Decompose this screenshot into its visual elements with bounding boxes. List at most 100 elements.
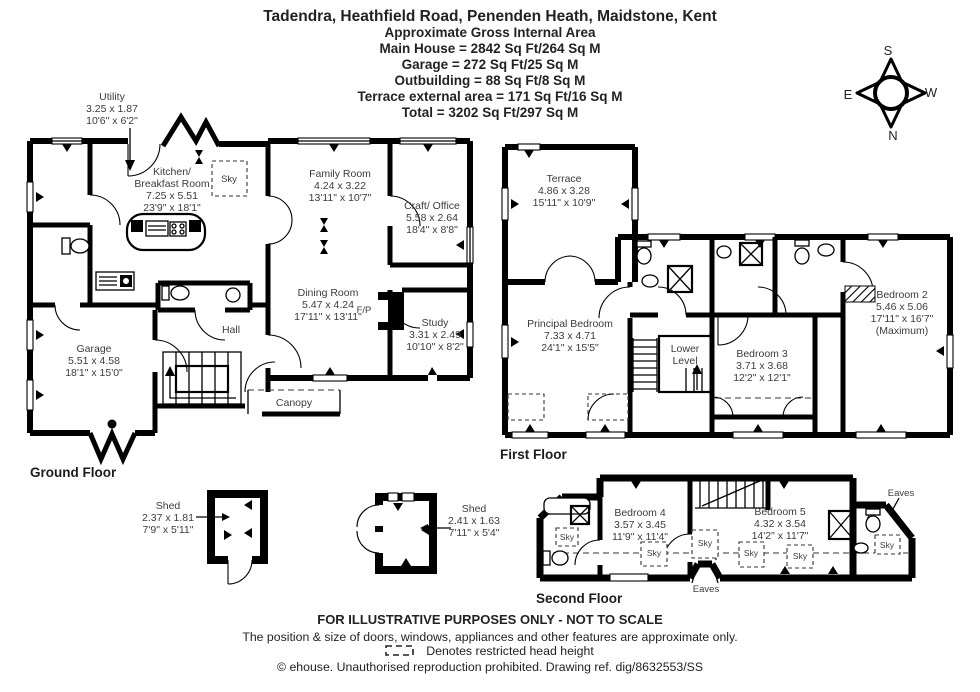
sky-label: Sky	[647, 548, 662, 558]
area-line-garage: Garage = 272 Sq Ft/25 Sq M	[402, 57, 579, 72]
second-fixtures	[542, 497, 881, 566]
terrace-french-doors	[544, 255, 596, 283]
room-name: Dining Room	[298, 287, 359, 299]
room-metric: 3.31 x 2.49	[409, 329, 461, 341]
room-name-1: Kitchen/	[153, 166, 191, 178]
skylights-second: Sky Sky Sky Sky Sky Sky	[555, 527, 901, 569]
room-name-2: Breakfast Room	[134, 178, 210, 190]
canopy-structure	[247, 389, 341, 417]
study-label: Study 3.31 x 2.49 10'10" x 8'2"	[406, 317, 464, 353]
room-imperial: 17'11" x 16'7"	[871, 313, 934, 325]
second-floor-title: Second Floor	[536, 591, 623, 606]
room-metric: 5.46 x 5.06	[876, 301, 928, 313]
room-name: Family Room	[309, 168, 371, 180]
eaves-label-bottom: Eaves	[693, 584, 720, 595]
room-metric: 4.24 x 3.22	[314, 180, 366, 192]
fireplace-label: F/P	[357, 305, 372, 316]
header-subtitle: Approximate Gross Internal Area	[384, 25, 596, 40]
terrace-label: Terrace 4.86 x 3.28 15'11" x 10'9"	[533, 173, 596, 209]
ground-floor-plan: Sky Utility 3.25 x 1.87 10'6" x 6'2" Kit…	[26, 91, 474, 480]
compass-west-label: W	[925, 85, 938, 100]
room-name: Principal Bedroom	[527, 318, 613, 330]
room-metric: 4.86 x 3.28	[538, 185, 590, 197]
compass-east-label: E	[844, 87, 853, 102]
bedroom-4-label: Bedroom 4 3.57 x 3.45 11'9" x 11'4"	[612, 507, 668, 543]
bedroom-2-label: Bedroom 2 5.46 x 5.06 17'11" x 16'7" (Ma…	[871, 289, 934, 337]
column-markers-icon	[320, 218, 328, 254]
first-exterior-walls	[502, 234, 953, 438]
room-name: Craft/ Office	[404, 200, 460, 212]
room-imperial: 24'1" x 15'5"	[541, 342, 599, 354]
ground-stairs	[162, 351, 242, 405]
first-windows	[501, 143, 954, 439]
lower-level-label: Lower Level	[671, 343, 700, 367]
room-imperial: 10'6" x 6'2"	[86, 115, 138, 127]
room-imperial: 7'9" x 5'11"	[143, 524, 194, 536]
room-name: Shed	[462, 503, 487, 515]
compass-north-label: N	[888, 128, 897, 143]
sky-label: Sky	[793, 551, 808, 561]
header: Tadendra, Heathfield Road, Penenden Heat…	[263, 8, 717, 120]
compass-rose-icon: S E W N	[844, 43, 938, 143]
room-metric: 3.71 x 3.68	[736, 360, 788, 372]
roof-zigzag-icon	[160, 112, 222, 148]
ground-floor-title: Ground Floor	[30, 465, 117, 480]
shed-1-label: Shed 2.37 x 1.81 7'9" x 5'11"	[142, 500, 230, 536]
room-imperial: 13'11" x 10'7"	[309, 192, 372, 204]
ground-windows	[26, 137, 474, 411]
second-exterior-walls	[536, 474, 916, 582]
page-title: Tadendra, Heathfield Road, Penenden Heat…	[263, 8, 717, 25]
room-metric: 5.58 x 2.64	[406, 212, 458, 224]
first-floor-title: First Floor	[500, 447, 567, 462]
room-name: Bedroom 4	[614, 507, 666, 519]
sky-label: Sky	[698, 538, 713, 548]
dining-room-label: Dining Room 5.47 x 4.24 17'11" x 13'11"	[294, 287, 362, 323]
area-line-outbuilding: Outbuilding = 88 Sq Ft/8 Sq M	[395, 73, 586, 88]
room-note: (Maximum)	[876, 325, 929, 337]
room-name: Bedroom 2	[876, 289, 928, 301]
room-name: Bedroom 5	[754, 506, 806, 518]
restricted-head-hatch	[844, 285, 876, 303]
first-door-arcs	[598, 261, 874, 346]
second-door-arcs	[574, 505, 887, 566]
room-name: Utility	[99, 91, 125, 103]
skylight-ground: Sky	[211, 160, 248, 197]
footer-copyright: © ehouse. Unauthorised reproduction proh…	[277, 660, 703, 674]
garage-door-zigzag-icon	[87, 427, 138, 466]
room-imperial: 23'9" x 18'1"	[143, 202, 201, 214]
footer-disclaimer-title: FOR ILLUSTRATIVE PURPOSES ONLY - NOT TO …	[317, 612, 663, 627]
first-bathroom-fixtures	[636, 239, 835, 294]
shed-1: Shed 2.37 x 1.81 7'9" x 5'11"	[142, 490, 268, 585]
room-name: Study	[422, 317, 450, 329]
sky-label: Sky	[560, 532, 575, 542]
restricted-head-legend-icon	[385, 645, 414, 656]
room-metric: 3.25 x 1.87	[86, 103, 138, 115]
area-line-total: Total = 3202 Sq Ft/297 Sq M	[402, 105, 578, 120]
room-name: Terrace	[546, 173, 581, 185]
room-imperial: 14'2" x 11'7"	[752, 530, 809, 542]
room-metric: 2.37 x 1.81	[142, 512, 194, 524]
first-dashed-bays	[507, 393, 812, 421]
second-interior-walls	[597, 478, 771, 578]
room-imperial: 17'11" x 13'11"	[294, 311, 362, 323]
footer-disclaimer-text: The position & size of doors, windows, a…	[242, 630, 737, 644]
room-imperial: 18'1" x 15'0"	[65, 367, 123, 379]
shed-2: Shed 2.41 x 1.63 7'11" x 5'4"	[356, 492, 500, 574]
bedroom-5-label: Bedroom 5 4.32 x 3.54 14'2" x 11'7"	[752, 506, 809, 542]
family-room-label: Family Room 4.24 x 3.22 13'11" x 10'7"	[309, 168, 372, 204]
sky-label: Sky	[221, 174, 237, 185]
eaves-label-top: Eaves	[888, 488, 915, 499]
room-imperial: 12'2" x 12'1"	[733, 372, 791, 384]
room-metric: 5.47 x 4.24	[302, 299, 354, 311]
room-name: Garage	[76, 343, 111, 355]
second-windows	[609, 481, 838, 582]
garage-label: Garage 5.51 x 4.58 18'1" x 15'0"	[65, 343, 123, 379]
compass-south-label: S	[884, 43, 893, 58]
second-stairs	[695, 478, 768, 509]
eaves-labels: Eaves Eaves	[691, 488, 915, 595]
area-line-terrace: Terrace external area = 171 Sq Ft/16 Sq …	[357, 89, 622, 104]
footer-legend-text: Denotes restricted head height	[426, 644, 594, 658]
bedroom-3-label: Bedroom 3 3.71 x 3.68 12'2" x 12'1"	[733, 348, 791, 384]
room-metric: 2.41 x 1.63	[448, 515, 500, 527]
room-metric: 7.33 x 4.71	[544, 330, 596, 342]
